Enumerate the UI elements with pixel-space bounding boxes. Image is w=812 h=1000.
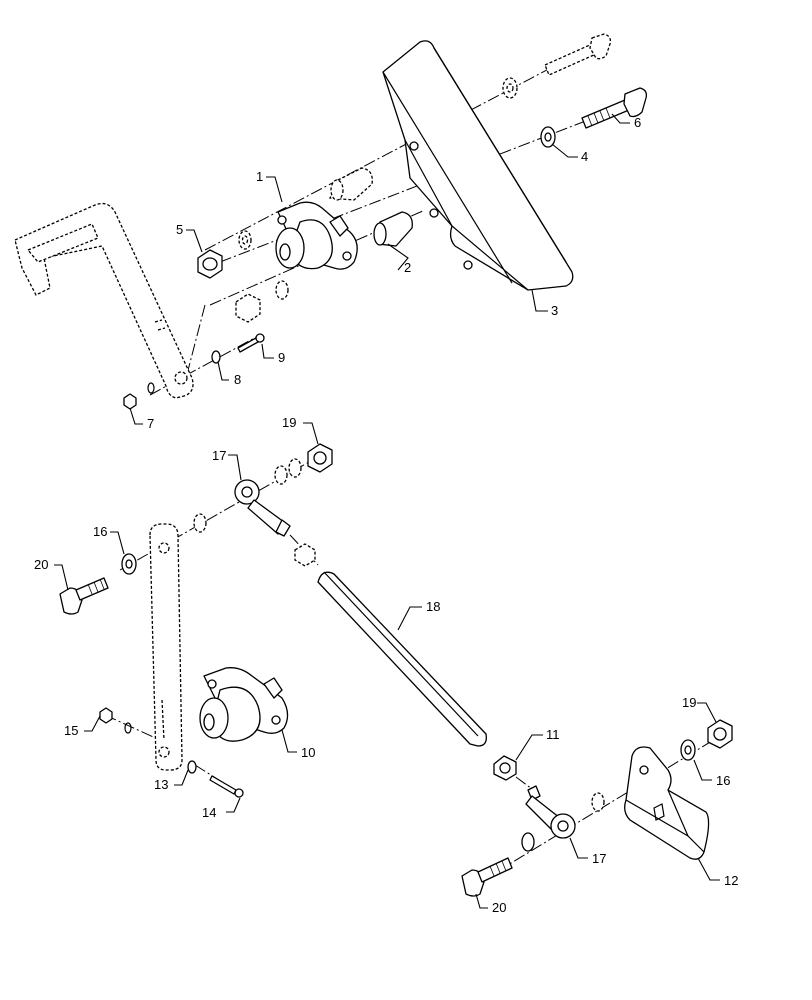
callout-10: 10 [301,745,315,760]
washer-8 [211,350,221,364]
callout-7: 7 [147,416,154,431]
callout-17-bottom: 17 [592,851,606,866]
nut-15 [99,707,132,734]
washer-right [591,792,605,812]
pin-14 [209,775,244,798]
lever-arm [149,523,183,771]
mounting-bracket [382,40,574,291]
callout-2: 2 [404,260,411,275]
washer-4 [540,126,556,148]
callout-5: 5 [176,222,183,237]
nut-phantom [235,280,289,323]
nut-19-bottom [707,719,733,749]
bolt-6 [581,87,648,129]
callout-3: 3 [551,303,558,318]
rod-end-17-top [234,479,291,537]
callout-11: 11 [546,727,560,742]
washer-bottom-left [521,832,535,852]
callout-19-top: 19 [282,415,296,430]
nut-7 [123,382,155,410]
pivot-bearing-1 [275,201,358,270]
callout-20-bottom: 20 [492,900,506,915]
bolt-20-left [59,577,109,615]
pivot-bearing-10 [199,667,289,742]
washer-top-left [238,230,252,250]
callout-labels: 1 2 3 4 5 6 7 8 9 19 17 16 20 18 15 10 1… [34,115,738,915]
callout-13: 13 [154,777,168,792]
callout-9: 9 [278,350,285,365]
callout-16-left: 16 [93,524,107,539]
bolt-top-phantom [544,33,612,76]
rod-end-17-bottom [525,785,576,839]
callout-1: 1 [256,169,263,184]
bolt-20-bottom [461,857,513,897]
callout-6: 6 [634,115,641,130]
callout-20-left: 20 [34,557,48,572]
leader-lines [54,113,720,909]
washer-top-phantom [502,77,518,99]
callout-15: 15 [64,723,78,738]
bracket-12 [624,746,710,860]
washer-16-right [680,739,696,761]
washer-13 [187,760,197,774]
callout-4: 4 [581,149,588,164]
washer-lever [193,513,207,533]
nut-5 [197,249,223,279]
callout-12: 12 [724,873,738,888]
spacer-2 [373,211,413,247]
pedal-arm-phantom [14,202,194,399]
pin-9 [237,333,265,353]
callout-8: 8 [234,372,241,387]
callout-17-top: 17 [212,448,226,463]
jam-nut-11 [493,755,517,781]
callout-18: 18 [426,599,440,614]
jam-nut-top [294,543,316,567]
callout-16-right: 16 [716,773,730,788]
callout-14: 14 [202,805,216,820]
spacer-phantom [329,167,373,201]
control-rod-18 [317,571,487,747]
washer-16-left [121,553,137,575]
washers-nut-19-top [274,443,333,485]
callout-19-bottom: 19 [682,695,696,710]
